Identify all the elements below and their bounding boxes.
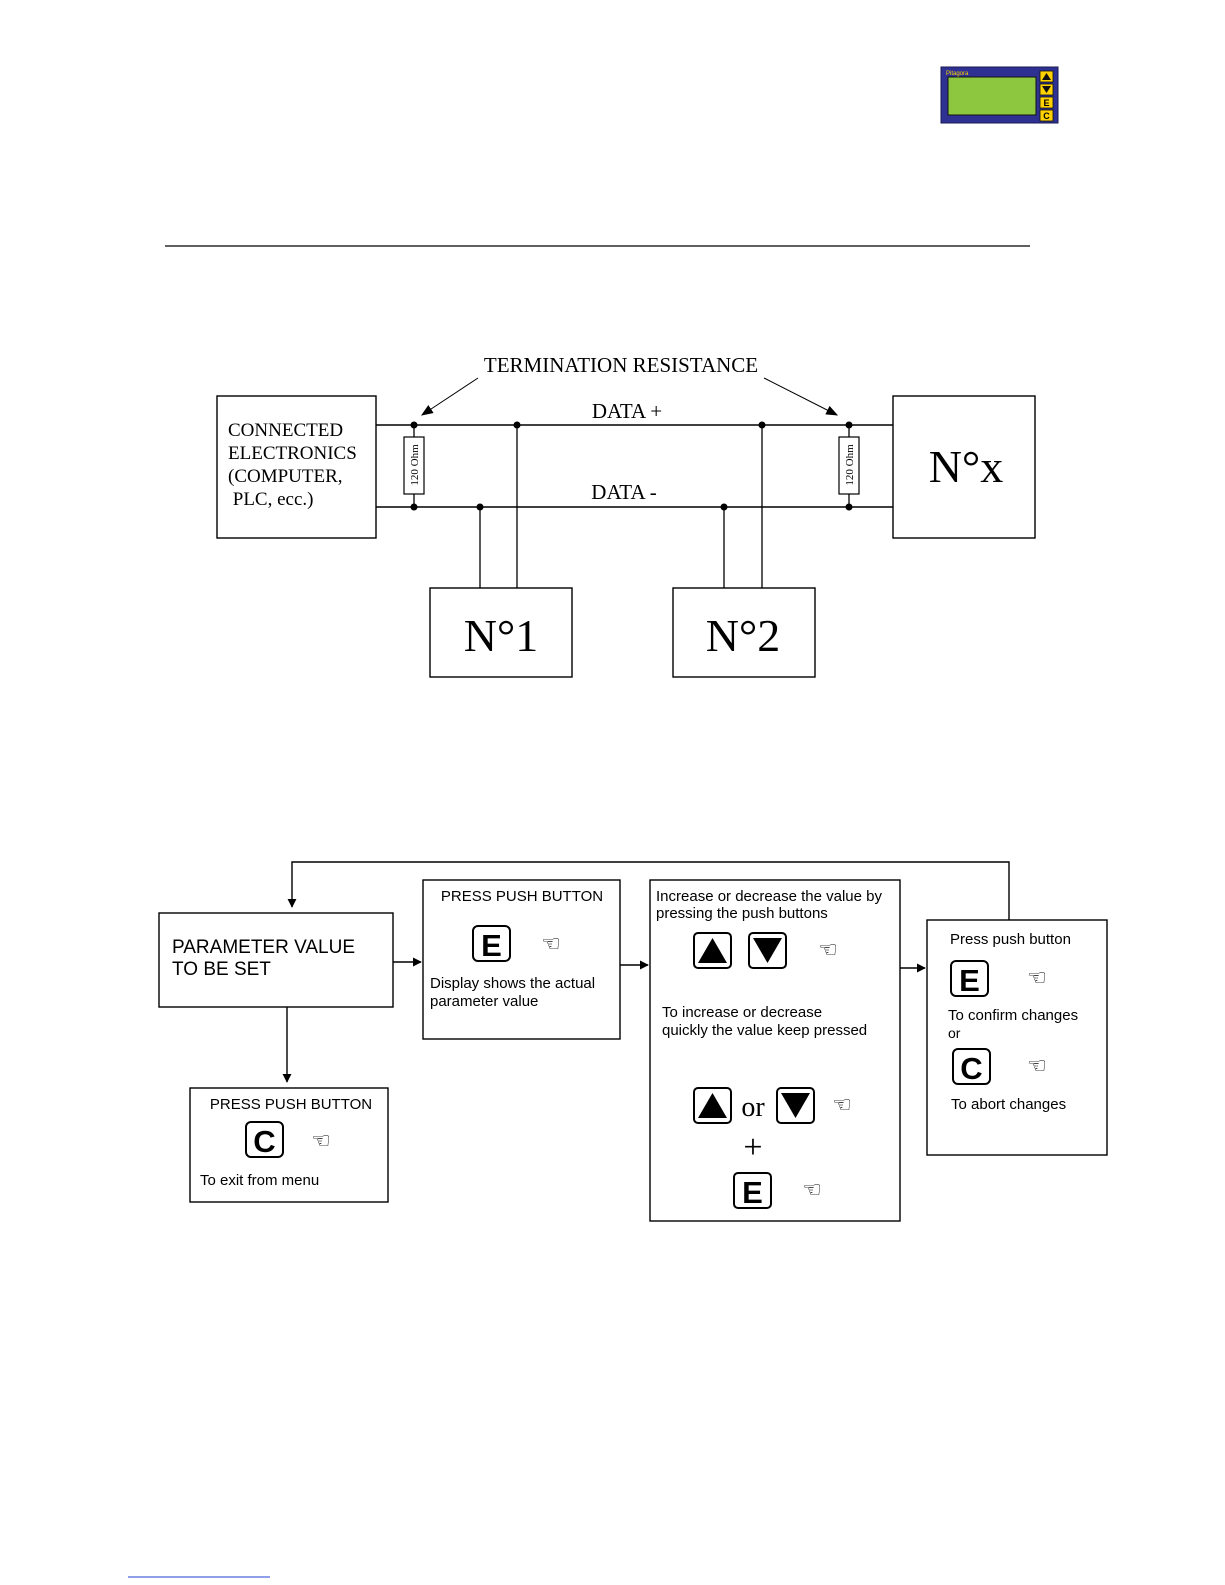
termination-label: TERMINATION RESISTANCE (484, 353, 758, 377)
termination-arrow-right (763, 377, 839, 416)
change-line-3: To increase or decrease (662, 1004, 822, 1021)
resistor-left-label: 120 Ohm (409, 444, 421, 486)
logo-c-key-icon: C (1043, 111, 1050, 121)
pitagora-logo: Pitagora E C (940, 66, 1059, 124)
logo-down-key-icon (1042, 86, 1051, 93)
c-key-icon: C (952, 1048, 991, 1086)
logo-display (947, 76, 1037, 116)
press-e-title: PRESS PUSH BUTTON (441, 888, 603, 905)
press-e-line-1: Display shows the actual (430, 975, 595, 992)
up-key-icon (693, 932, 732, 969)
change-plus-label: + (743, 1129, 762, 1166)
node-2-box (672, 587, 816, 678)
wiring-diagram: TERMINATION RESISTANCE CONNECTED ELECTRO… (216, 353, 1036, 678)
parameter-value-box (158, 912, 394, 1008)
svg-text:E: E (959, 963, 980, 998)
change-value-box (649, 879, 901, 1222)
exit-text: To exit from menu (200, 1172, 319, 1189)
resistor-right-label: 120 Ohm (844, 444, 856, 486)
change-line-2: pressing the push buttons (656, 905, 828, 922)
svg-text:E: E (742, 1175, 763, 1210)
svg-text:E: E (481, 928, 502, 963)
hand-pointer-icon: ☜ (1027, 965, 1047, 990)
e-key-icon: E (733, 1172, 772, 1210)
hand-pointer-icon: ☜ (802, 1177, 822, 1202)
loop-back-arrow (287, 861, 1010, 920)
parameter-line-1: PARAMETER VALUE (172, 937, 355, 958)
exit-menu-box (189, 1087, 389, 1203)
node-x-box (892, 395, 1036, 539)
e-key-icon: E (472, 925, 511, 963)
change-line-1: Increase or decrease the value by (656, 888, 882, 905)
c-key-icon: C (245, 1121, 284, 1159)
master-line-2: ELECTRONICS (228, 443, 357, 464)
master-box (216, 395, 377, 539)
confirm-box (926, 919, 1108, 1156)
abort-text: To abort changes (951, 1096, 1066, 1113)
hand-pointer-icon: ☜ (818, 937, 838, 962)
node-2-label: N°2 (706, 610, 781, 661)
master-line-4: PLC, ecc.) (228, 489, 313, 510)
master-line-3: (COMPUTER, (228, 466, 343, 487)
hand-pointer-icon: ☜ (1027, 1053, 1047, 1078)
termination-arrow-left (420, 377, 479, 416)
data-minus-label: DATA - (591, 480, 656, 504)
termination-resistor-left (403, 436, 425, 495)
press-e-line-2: parameter value (430, 993, 538, 1010)
logo-up-key-icon (1042, 73, 1051, 80)
parameter-flowchart: PARAMETER VALUE TO BE SET PRESS PUSH BUT… (158, 861, 1108, 1222)
press-e-box (422, 879, 621, 1040)
svg-text:C: C (960, 1051, 982, 1086)
master-line-1: CONNECTED (228, 420, 343, 441)
hand-pointer-icon: ☜ (832, 1092, 852, 1117)
termination-resistor-right (838, 436, 860, 495)
node-x-label: N°x (929, 441, 1004, 492)
down-key-icon (776, 1087, 815, 1124)
confirm-or: or (948, 1025, 961, 1041)
exit-title: PRESS PUSH BUTTON (210, 1096, 372, 1113)
up-key-icon (693, 1087, 732, 1124)
logo-e-key-icon: E (1043, 98, 1049, 108)
change-line-4: quickly the value keep pressed (662, 1022, 867, 1039)
logo-brand-text: Pitagora (946, 71, 969, 77)
change-or-label: or (741, 1092, 765, 1123)
e-key-icon: E (950, 960, 989, 998)
data-plus-label: DATA + (592, 399, 662, 423)
node-1-label: N°1 (464, 610, 539, 661)
node-1-box (429, 587, 573, 678)
svg-text:C: C (253, 1124, 275, 1159)
hand-pointer-icon: ☜ (541, 931, 561, 956)
hand-pointer-icon: ☜ (311, 1128, 331, 1153)
confirm-text: To confirm changes (948, 1007, 1078, 1024)
down-key-icon (748, 932, 787, 969)
parameter-line-2: TO BE SET (172, 959, 271, 980)
confirm-title: Press push button (950, 931, 1071, 948)
